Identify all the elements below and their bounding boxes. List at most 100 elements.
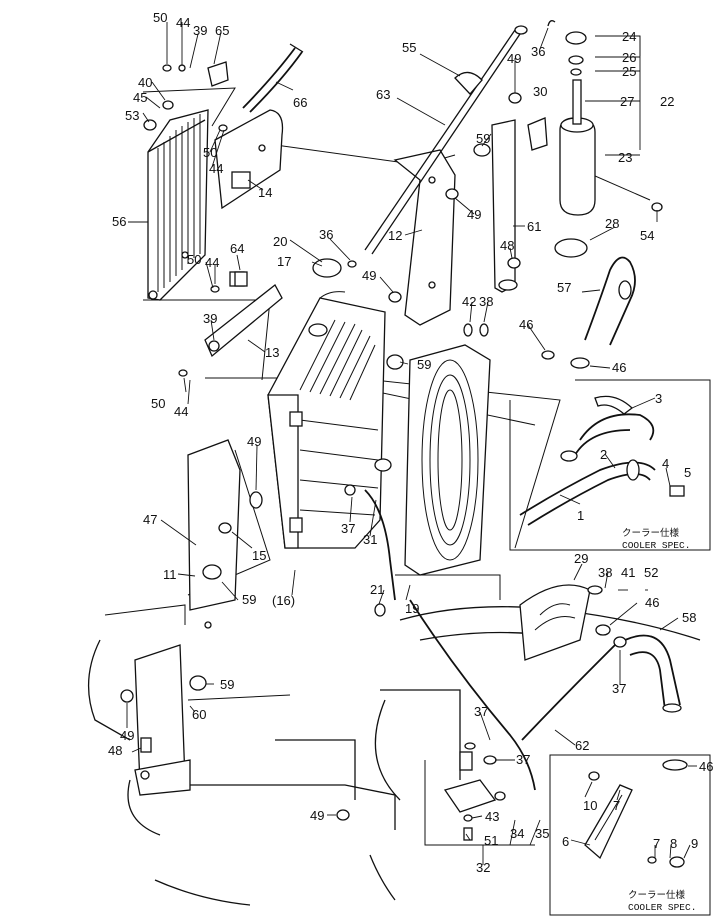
callout: 37: [612, 681, 626, 696]
cooler-spec-en-2: COOLER SPEC.: [628, 902, 696, 913]
callout: 2: [600, 447, 607, 462]
callout: 1: [577, 508, 584, 523]
fan-shroud: [404, 344, 491, 576]
radiator-assembly: [267, 291, 386, 549]
hose-clamps: [541, 350, 688, 771]
callout: 14: [258, 185, 272, 200]
callout: 7: [653, 836, 660, 851]
callout: 17: [277, 254, 291, 269]
callout: 45: [133, 90, 147, 105]
callout: 59: [242, 592, 256, 607]
callout: 47: [143, 512, 157, 527]
callout: 35: [535, 826, 549, 841]
callout: 37: [341, 521, 355, 536]
callout: 64: [230, 241, 244, 256]
callout: 59: [417, 357, 431, 372]
callout: (16): [272, 593, 295, 608]
callout: 60: [192, 707, 206, 722]
callout: 49: [362, 268, 376, 283]
callout: 55: [402, 40, 416, 55]
callout: 11: [163, 567, 177, 582]
callout: 52: [644, 565, 658, 580]
callout: 59: [476, 131, 490, 146]
callout: 62: [575, 738, 589, 753]
callout: 4: [662, 456, 669, 471]
callout: 31: [363, 532, 377, 547]
hose-58: [624, 634, 682, 713]
callout: 44: [209, 161, 223, 176]
callout: 36: [531, 44, 545, 59]
callout: 51: [484, 833, 498, 848]
chassis-frame: [87, 606, 701, 906]
callout: 8: [670, 836, 677, 851]
callout: 49: [247, 434, 261, 449]
callout: 49: [507, 51, 521, 66]
callout: 43: [485, 809, 499, 824]
support-rod: [364, 25, 528, 255]
callout: 22: [660, 94, 674, 109]
callout: 10: [583, 798, 597, 813]
callout: 21: [370, 582, 384, 597]
callout: 42: [462, 294, 476, 309]
callout: 29: [574, 551, 588, 566]
callout: 36: [319, 227, 333, 242]
callout: 37: [474, 704, 488, 719]
callout: 44: [174, 404, 188, 419]
callout: 9: [691, 836, 698, 851]
callout: 46: [645, 595, 659, 610]
side-guard: [393, 149, 456, 326]
callout: 40: [138, 75, 152, 90]
callout: 13: [265, 345, 279, 360]
callout: 19: [405, 601, 419, 616]
oil-cooler-core: [147, 109, 209, 301]
callout: 38: [598, 565, 612, 580]
cooler-spec-hoses-upper: [519, 395, 685, 526]
callout: 65: [215, 23, 229, 38]
cooler-spec-jp-2: クーラー仕様: [628, 889, 686, 901]
callout: 34: [510, 826, 524, 841]
cooler-spec-note-2: クーラー仕様 COOLER SPEC.: [628, 889, 696, 913]
callout: 48: [500, 238, 514, 253]
callout: 59: [220, 677, 234, 692]
callout: 63: [376, 87, 390, 102]
callout: 6: [562, 834, 569, 849]
callout: 15: [252, 548, 266, 563]
callout: 48: [108, 743, 122, 758]
fasteners: [120, 64, 663, 821]
reserve-tank: [547, 20, 596, 216]
callout: 27: [620, 94, 634, 109]
callout: 53: [125, 108, 139, 123]
callout: 25: [622, 64, 636, 79]
callout: 50: [153, 10, 167, 25]
bracket-29: [519, 584, 591, 661]
callout: 50: [203, 145, 217, 160]
cooler-spec-parts-lower: [584, 771, 685, 868]
callout: 49: [467, 207, 481, 222]
callout: 3: [655, 391, 662, 406]
callout: 37: [516, 752, 530, 767]
callout-labels: 50 44 39 65 40 45 53 50 44 66 14 56 55 6…: [108, 10, 713, 875]
callout: 39: [193, 23, 207, 38]
callout: 20: [273, 234, 287, 249]
panel-11: [187, 439, 241, 629]
upper-hose: [242, 43, 304, 113]
callout: 50: [151, 396, 165, 411]
cooler-spec-note-1: クーラー仕様 COOLER SPEC.: [622, 527, 690, 551]
callout: 46: [519, 317, 533, 332]
callout: 26: [622, 50, 636, 65]
callout: 61: [527, 219, 541, 234]
callout: 58: [682, 610, 696, 625]
cooler-spec-en-1: COOLER SPEC.: [622, 540, 690, 551]
callout: 32: [476, 860, 490, 875]
callout: 66: [293, 95, 307, 110]
leader-lines: [126, 22, 697, 865]
callout: 12: [388, 228, 402, 243]
lower-bracket-60: [134, 644, 191, 796]
callout: 7: [613, 798, 620, 813]
callout: 44: [205, 255, 219, 270]
callout: 24: [622, 29, 636, 44]
shroud-plate: [214, 109, 284, 210]
callout: 49: [120, 728, 134, 743]
callout: 38: [479, 294, 493, 309]
